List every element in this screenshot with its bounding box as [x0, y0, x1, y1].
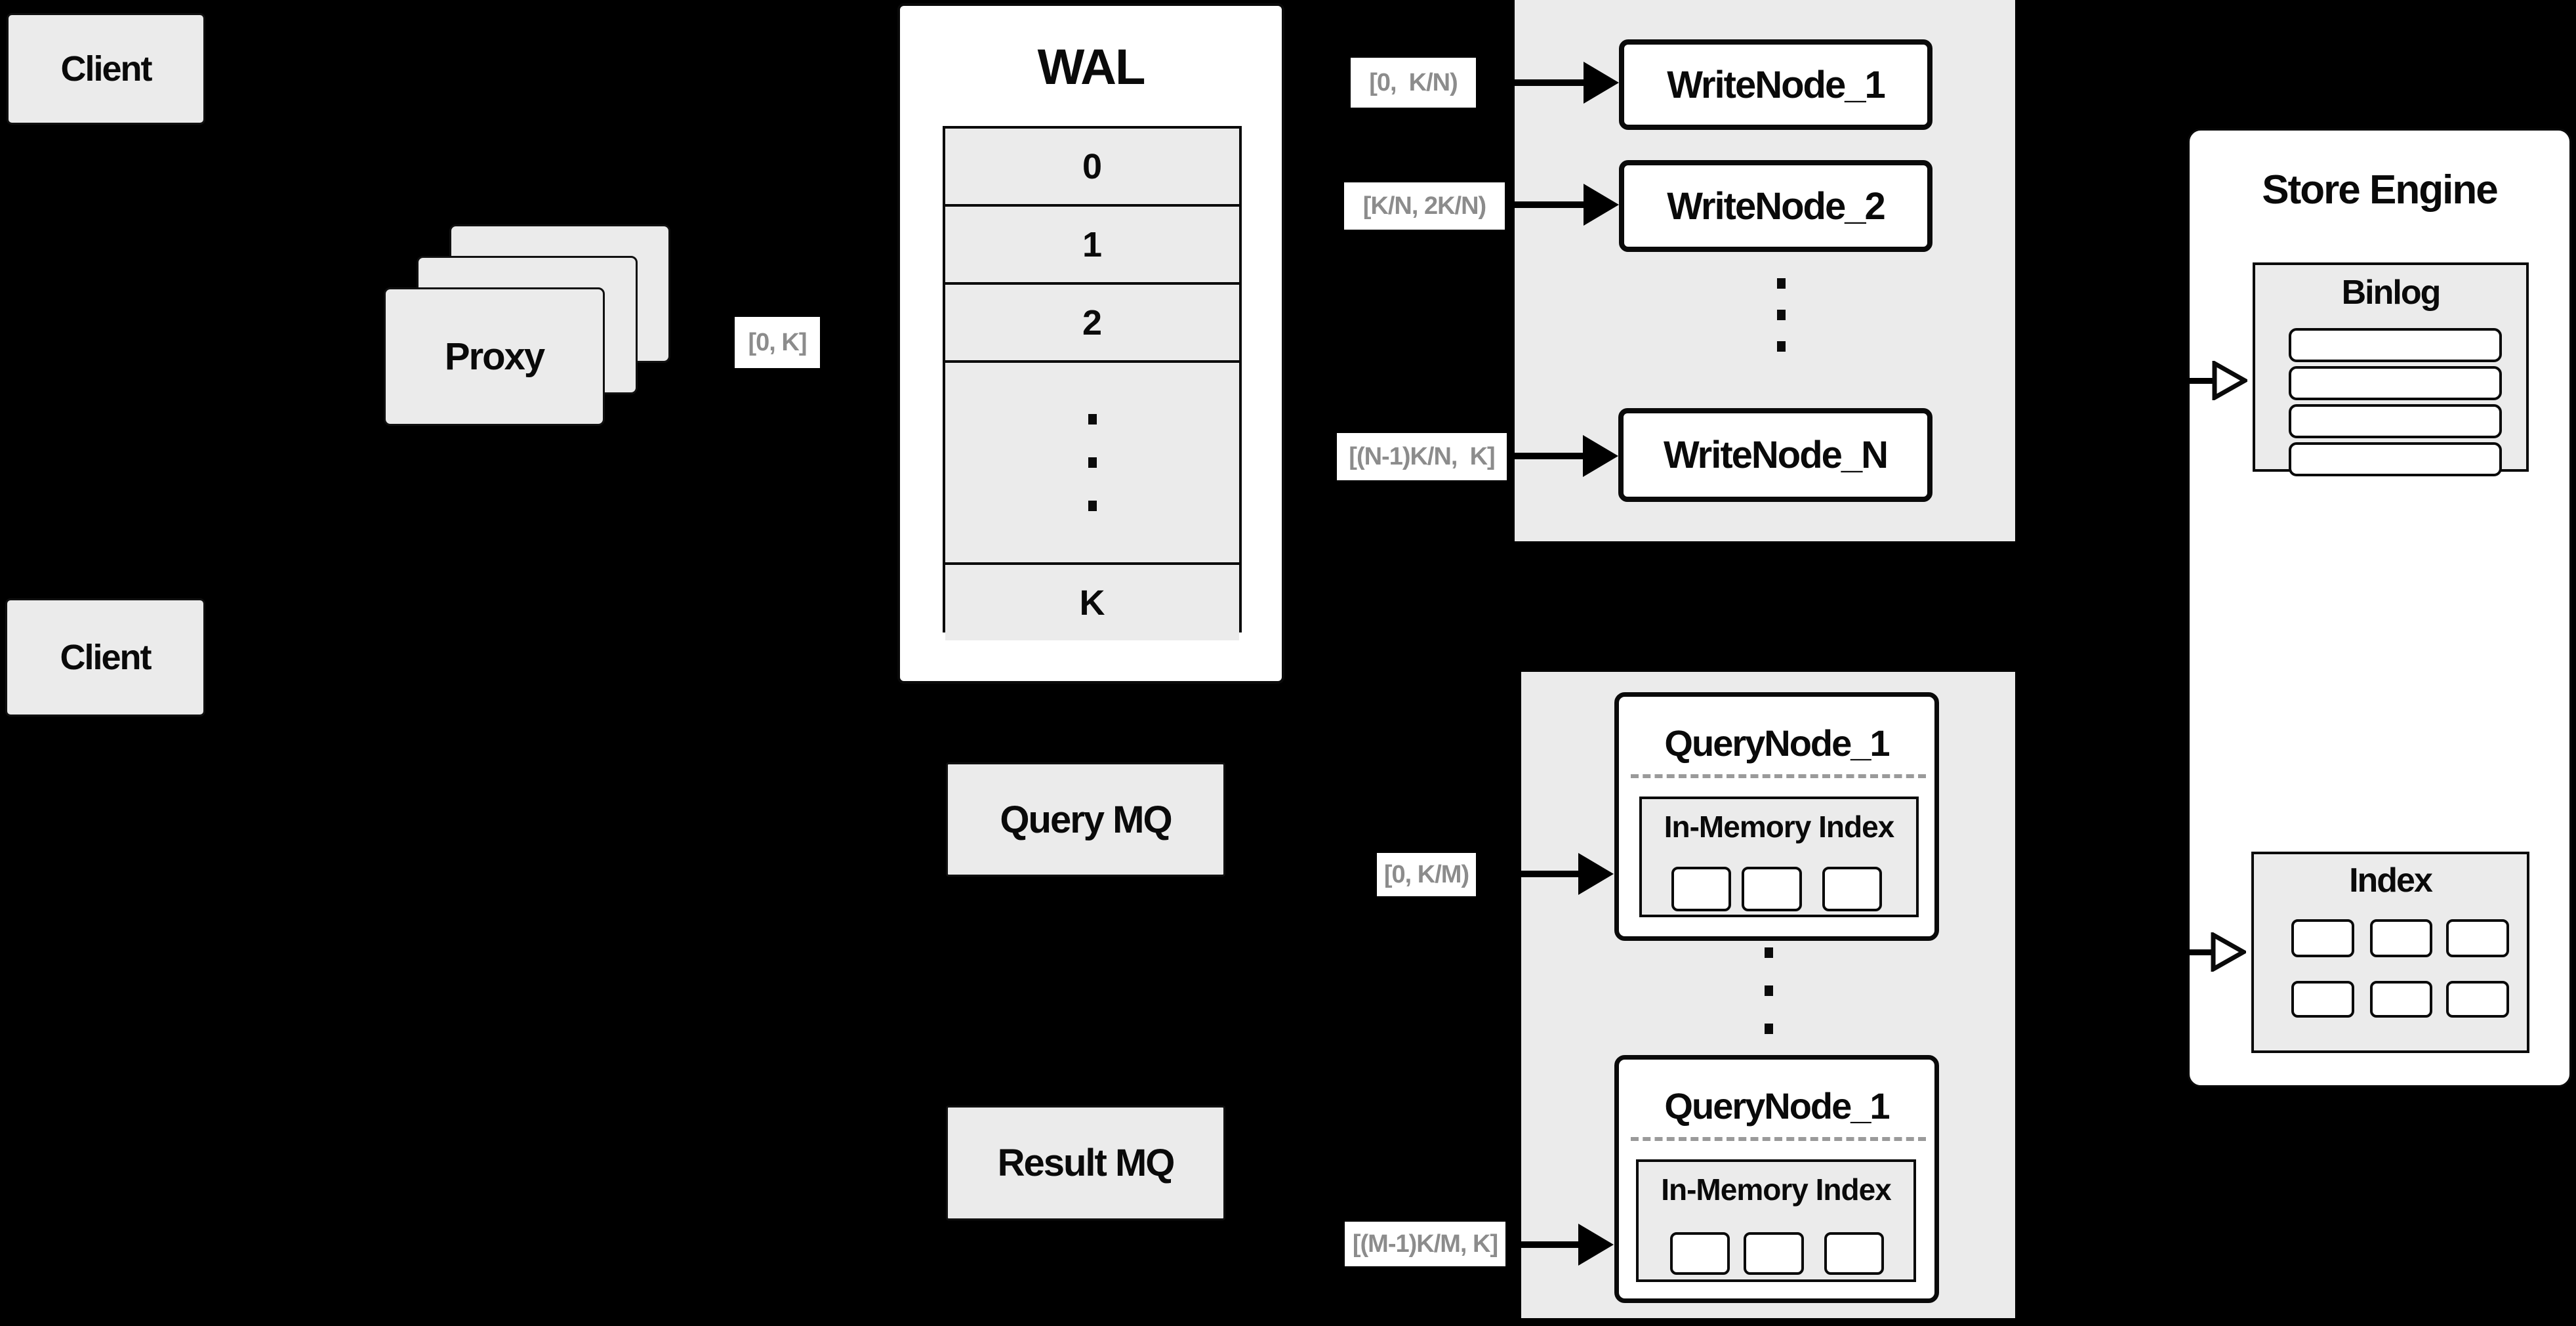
wal-segment-0: 0: [945, 129, 1239, 204]
querynode-bottom-box: QueryNode_1 In-Memory Index: [1614, 1055, 1939, 1303]
index-cell: [2446, 919, 2509, 957]
arrow-writenode-1: [1476, 79, 1585, 86]
querynode-ellipsis: [1765, 947, 1773, 1034]
wal-table: 0 1 2 K: [943, 126, 1242, 640]
range-label-proxy-wal: [0, K]: [735, 317, 820, 368]
querynode-top-label: QueryNode_1: [1664, 722, 1890, 764]
arrowhead-querynode-1: [1578, 853, 1614, 895]
client-box-bottom: Client: [5, 598, 205, 716]
arrowhead-querynode-m: [1578, 1224, 1614, 1266]
ellipsis-dot: [1777, 341, 1786, 352]
store-engine-title-wrap: Store Engine: [2190, 163, 2569, 216]
wal-segment-ellipsis: [945, 360, 1239, 562]
writenode-2-label: WriteNode_2: [1667, 184, 1885, 228]
index-segment-box: [1744, 1232, 1804, 1275]
ellipsis-dot: [1765, 985, 1773, 996]
binlog-row: [2289, 328, 2502, 362]
in-memory-index-bottom-title-wrap: In-Memory Index: [1639, 1170, 1913, 1209]
index-segment-box: [1671, 867, 1731, 911]
range-label-writenode-2: [K/N, 2K/N): [1344, 182, 1505, 230]
querynode-top-title-wrap: QueryNode_1: [1619, 716, 1934, 769]
store-engine-box: Store Engine Binlog Index: [2188, 129, 2571, 1087]
index-segment-box: [1670, 1232, 1730, 1275]
ellipsis-dot: [1088, 501, 1097, 511]
result-mq-box: Result MQ: [946, 1106, 1225, 1220]
writenode-2-box: WriteNode_2: [1619, 160, 1932, 252]
in-memory-index-bottom-label: In-Memory Index: [1661, 1172, 1892, 1207]
querynode-bottom-label: QueryNode_1: [1664, 1085, 1890, 1127]
wal-segment-2: 2: [945, 282, 1239, 360]
index-segment-box: [1824, 1232, 1884, 1275]
index-cell: [2370, 981, 2432, 1018]
index-title: Index: [2349, 861, 2433, 900]
client-box-top: Client: [7, 13, 205, 125]
index-segment-box: [1822, 867, 1882, 911]
index-box: Index: [2251, 852, 2529, 1053]
binlog-row: [2289, 442, 2502, 476]
writenode-ellipsis: [1777, 278, 1786, 352]
ellipsis-dot: [1777, 278, 1786, 289]
arrow-writenode-n: [1507, 453, 1584, 459]
writenode-1-label: WriteNode_1: [1667, 63, 1885, 106]
store-engine-title: Store Engine: [2262, 167, 2498, 213]
wal-segment-k: K: [945, 562, 1239, 640]
wal-title-wrap: WAL: [900, 37, 1282, 96]
in-memory-index-bottom: In-Memory Index: [1636, 1159, 1916, 1282]
arrow-index: [2188, 949, 2213, 955]
binlog-title-wrap: Binlog: [2255, 272, 2526, 314]
binlog-rows: [2289, 328, 2502, 476]
arrowhead-binlog-hollow: [2212, 361, 2247, 400]
arrow-writenode-2: [1505, 201, 1585, 208]
arrow-binlog: [2188, 378, 2214, 384]
in-memory-index-top-title-wrap: In-Memory Index: [1642, 807, 1916, 846]
ellipsis-dot: [1088, 414, 1097, 425]
ellipsis-dot: [1765, 947, 1773, 958]
writenode-n-box: WriteNode_N: [1618, 408, 1932, 502]
in-memory-index-top-label: In-Memory Index: [1664, 810, 1895, 844]
proxy-card-front: Proxy: [384, 287, 605, 426]
range-label-querynode-m: [(M-1)K/M, K]: [1345, 1222, 1505, 1266]
arrowhead-index-hollow: [2211, 932, 2246, 972]
ellipsis-dot: [1088, 457, 1097, 468]
range-label-querynode-1: [0, K/M): [1377, 853, 1476, 896]
index-cell: [2446, 981, 2509, 1018]
arrowhead-writenode-2: [1584, 184, 1619, 226]
binlog-box: Binlog: [2253, 262, 2529, 476]
index-cell: [2291, 919, 2354, 957]
wal-segment-1: 1: [945, 204, 1239, 282]
client-top-label: Client: [60, 49, 152, 89]
querynode-top-box: QueryNode_1 In-Memory Index: [1614, 692, 1939, 941]
binlog-title: Binlog: [2341, 274, 2442, 312]
wal-title: WAL: [1037, 39, 1146, 95]
query-mq-box: Query MQ: [946, 762, 1225, 877]
ellipsis-dot: [1777, 310, 1786, 320]
index-cell: [2291, 981, 2354, 1018]
arrowhead-writenode-n: [1583, 435, 1618, 477]
writenode-n-label: WriteNode_N: [1663, 434, 1889, 476]
index-segment-box: [1742, 867, 1802, 911]
client-bottom-label: Client: [60, 638, 152, 677]
result-mq-label: Result MQ: [997, 1142, 1176, 1184]
arrow-querynode-1: [1476, 871, 1580, 877]
binlog-row: [2289, 366, 2502, 400]
ellipsis-dot: [1765, 1024, 1773, 1034]
querynode-bottom-title-wrap: QueryNode_1: [1619, 1079, 1934, 1132]
writenode-1-box: WriteNode_1: [1619, 39, 1932, 130]
proxy-label: Proxy: [444, 335, 545, 378]
query-mq-label: Query MQ: [1000, 798, 1172, 841]
in-memory-index-top: In-Memory Index: [1639, 797, 1919, 917]
arrowhead-writenode-1: [1584, 62, 1619, 104]
range-label-writenode-1: [0, K/N): [1351, 58, 1476, 108]
arrow-querynode-m: [1505, 1241, 1580, 1248]
index-cell: [2370, 919, 2432, 957]
binlog-row: [2289, 404, 2502, 438]
querynode-bottom-separator: [1631, 1137, 1926, 1141]
querynode-top-separator: [1631, 774, 1926, 778]
wal-box: WAL 0 1 2 K: [897, 3, 1284, 684]
range-label-writenode-n: [(N-1)K/N, K]: [1337, 433, 1507, 480]
index-title-wrap: Index: [2254, 860, 2527, 901]
